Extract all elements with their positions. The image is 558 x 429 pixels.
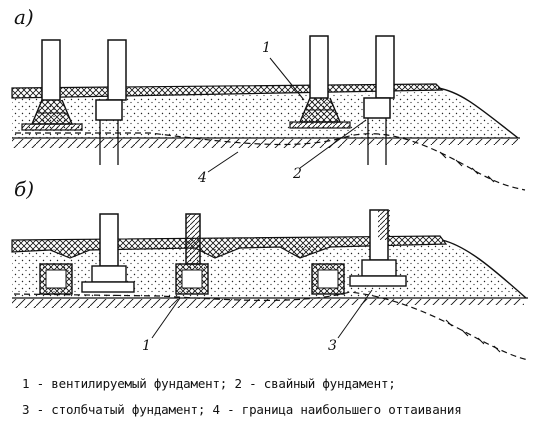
thaw-boundary-a <box>15 132 526 191</box>
panel-a: а) <box>11 5 526 191</box>
pile-foundation-a-left <box>95 39 127 165</box>
column-foundation-b-right <box>349 209 407 287</box>
ventilated-box-b-2 <box>175 263 209 295</box>
panel-a-fill <box>12 92 515 138</box>
ventilated-foundation-a-left <box>21 39 83 131</box>
legend-line-1: 1 - вентилируемый фундамент; 2 - свайный… <box>22 376 396 391</box>
panel-a-ground <box>12 139 342 148</box>
column-b-middle <box>185 213 201 265</box>
callout-4-a: 4 <box>197 170 207 186</box>
ventilated-box-b-3 <box>311 263 345 295</box>
callout-3-b: 3 <box>328 338 337 354</box>
panel-a-letter: а) <box>14 5 34 29</box>
callout-1-b: 1 <box>142 338 151 354</box>
panel-b-ground <box>12 299 344 308</box>
panel-b-surface-layer <box>11 235 448 259</box>
column-foundation-b-left <box>81 213 135 293</box>
callout-1-a: 1 <box>262 40 271 56</box>
ventilated-foundation-a-right <box>289 35 351 129</box>
legend-line-2: 3 - столбчатый фундамент; 4 - граница на… <box>22 402 462 417</box>
panel-b: б) <box>11 177 529 361</box>
ventilated-box-b-1 <box>39 263 73 295</box>
callout-2-a: 2 <box>292 166 302 182</box>
panel-b-letter: б) <box>14 177 34 201</box>
pile-foundation-a-right <box>363 35 395 165</box>
